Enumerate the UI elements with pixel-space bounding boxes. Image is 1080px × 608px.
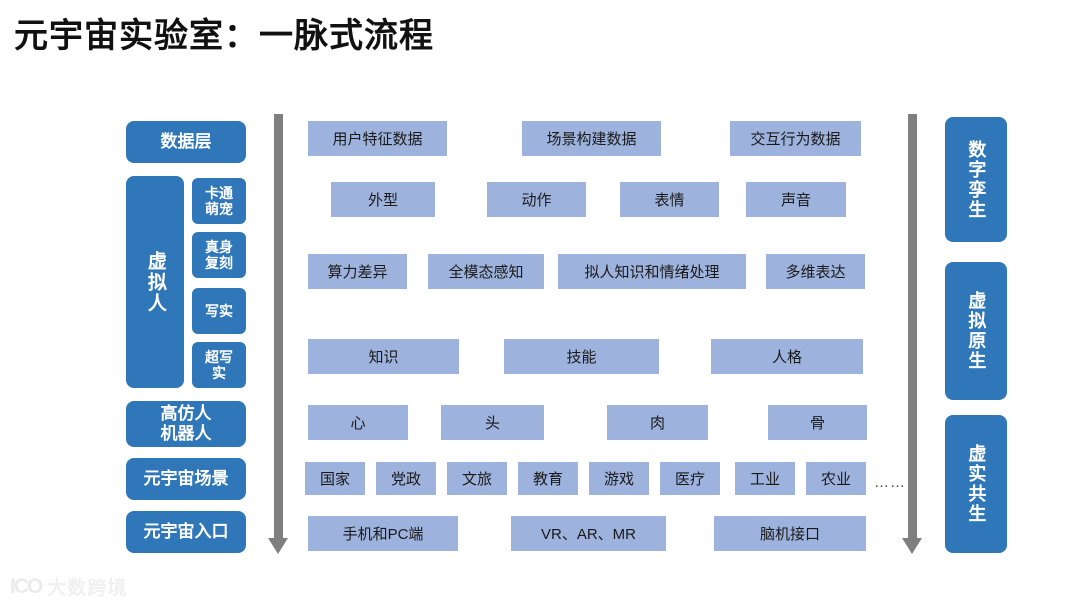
content-box[interactable]: 拟人知识和情绪处理 [558, 254, 746, 289]
content-box-label: 游戏 [603, 471, 634, 488]
content-box-label: 技能 [566, 349, 597, 366]
content-box-label: 全模态感知 [448, 264, 524, 281]
content-box-label: 头 [484, 415, 500, 432]
content-box-label: 外型 [367, 192, 398, 209]
content-box[interactable]: 用户特征数据 [308, 121, 447, 156]
watermark: ICO 大数跨境 [10, 573, 127, 600]
content-box[interactable]: 多维表达 [766, 254, 865, 289]
content-box[interactable]: 心 [308, 405, 408, 440]
sidebar-item-data-layer[interactable]: 数据层 [126, 121, 246, 163]
content-box-label: 手机和PC端 [342, 526, 424, 543]
sidebar-item-label: 虚拟原生 [966, 291, 987, 371]
content-box-label: 用户特征数据 [332, 131, 423, 148]
sidebar-item-label: 数字孪生 [966, 139, 987, 220]
sidebar-item-label: 元宇宙场景 [143, 469, 229, 489]
arrow-head-icon [902, 538, 922, 554]
content-box[interactable]: 党政 [376, 462, 436, 495]
content-box-label: VR、AR、MR [540, 526, 636, 543]
content-box[interactable]: 场景构建数据 [522, 121, 661, 156]
content-box[interactable]: 全模态感知 [428, 254, 544, 289]
sidebar-item-metaverse-scene[interactable]: 元宇宙场景 [126, 458, 246, 500]
content-box[interactable]: 肉 [607, 405, 708, 440]
sidebar-subitem-label: 卡通 萌宠 [205, 184, 233, 217]
sidebar-subitem-label: 超写 实 [205, 348, 233, 381]
content-box-label: 声音 [780, 192, 811, 209]
sidebar-subitem-realistic[interactable]: 写实 [192, 288, 246, 334]
content-box[interactable]: 声音 [746, 182, 846, 217]
sidebar-item-digital-twin[interactable]: 数字孪生 [945, 117, 1007, 242]
content-box[interactable]: 骨 [768, 405, 867, 440]
watermark-text: 大数跨境 [47, 578, 128, 599]
sidebar-subitem-hyper-realistic[interactable]: 超写 实 [192, 342, 246, 388]
page-title: 元宇宙实验室：一脉式流程 [14, 17, 434, 55]
sidebar-item-virtual-real-symbiosis[interactable]: 虚实共生 [945, 415, 1007, 553]
content-box[interactable]: 游戏 [589, 462, 649, 495]
content-box-label: 国家 [319, 471, 350, 488]
content-box-label: 心 [350, 415, 366, 432]
content-box-label: 算力差异 [327, 264, 388, 281]
sidebar-item-label: 虚拟人 [144, 250, 166, 314]
content-box-label: 党政 [390, 471, 421, 488]
sidebar-item-humanoid-robot[interactable]: 高仿人 机器人 [126, 401, 246, 447]
sidebar-subitem-cartoon-pet[interactable]: 卡通 萌宠 [192, 178, 246, 224]
content-box[interactable]: 文旅 [447, 462, 507, 495]
sidebar-subitem-label: 写实 [205, 302, 233, 319]
content-box-label: 骨 [809, 415, 825, 432]
content-box[interactable]: 表情 [620, 182, 719, 217]
content-box-label: 场景构建数据 [546, 131, 637, 148]
content-box-label: 脑机接口 [759, 526, 820, 543]
content-box[interactable]: 交互行为数据 [730, 121, 861, 156]
content-box-label: 知识 [368, 349, 399, 366]
content-box-label: 农业 [820, 471, 851, 488]
content-box[interactable]: 外型 [331, 182, 435, 217]
sidebar-subitem-label: 真身 复刻 [205, 238, 233, 271]
content-box[interactable]: 工业 [735, 462, 795, 495]
ellipsis-indicator: …… [874, 474, 906, 491]
content-box[interactable]: 动作 [487, 182, 586, 217]
content-box[interactable]: 人格 [711, 339, 863, 374]
content-box[interactable]: 农业 [806, 462, 866, 495]
content-box-label: 医疗 [674, 471, 705, 488]
content-box-label: 多维表达 [785, 264, 846, 281]
left-flow-arrow [268, 114, 289, 554]
sidebar-item-label: 高仿人 机器人 [160, 404, 212, 443]
content-box-label: 拟人知识和情绪处理 [584, 264, 720, 281]
arrow-head-icon [268, 538, 288, 554]
content-box-label: 工业 [749, 471, 780, 488]
sidebar-item-label: 数据层 [160, 132, 212, 152]
right-flow-arrow [902, 114, 923, 554]
content-box[interactable]: 知识 [308, 339, 459, 374]
content-box[interactable]: 技能 [504, 339, 659, 374]
content-box-label: 人格 [771, 349, 802, 366]
arrow-shaft [908, 114, 917, 538]
content-box-label: 肉 [649, 415, 665, 432]
content-box[interactable]: 医疗 [660, 462, 720, 495]
sidebar-item-metaverse-entry[interactable]: 元宇宙入口 [126, 511, 246, 553]
content-box[interactable]: 算力差异 [308, 254, 407, 289]
content-box[interactable]: 国家 [305, 462, 365, 495]
sidebar-item-virtual-native[interactable]: 虚拟原生 [945, 262, 1007, 400]
logo-icon: ICO [10, 574, 43, 598]
content-box-label: 教育 [532, 471, 563, 488]
sidebar-item-virtual-human[interactable]: 虚拟人 [126, 176, 184, 388]
content-box-label: 表情 [654, 192, 685, 209]
content-box-label: 交互行为数据 [750, 131, 841, 148]
content-box[interactable]: 教育 [518, 462, 578, 495]
content-box[interactable]: VR、AR、MR [511, 516, 666, 551]
sidebar-subitem-body-replica[interactable]: 真身 复刻 [192, 232, 246, 278]
sidebar-item-label: 虚实共生 [966, 444, 987, 524]
content-box-label: 文旅 [461, 471, 492, 488]
sidebar-item-label: 元宇宙入口 [143, 522, 229, 542]
content-box[interactable]: 脑机接口 [714, 516, 866, 551]
content-box-label: 动作 [521, 192, 552, 209]
content-box[interactable]: 头 [441, 405, 544, 440]
arrow-shaft [274, 114, 283, 538]
content-box[interactable]: 手机和PC端 [308, 516, 458, 551]
